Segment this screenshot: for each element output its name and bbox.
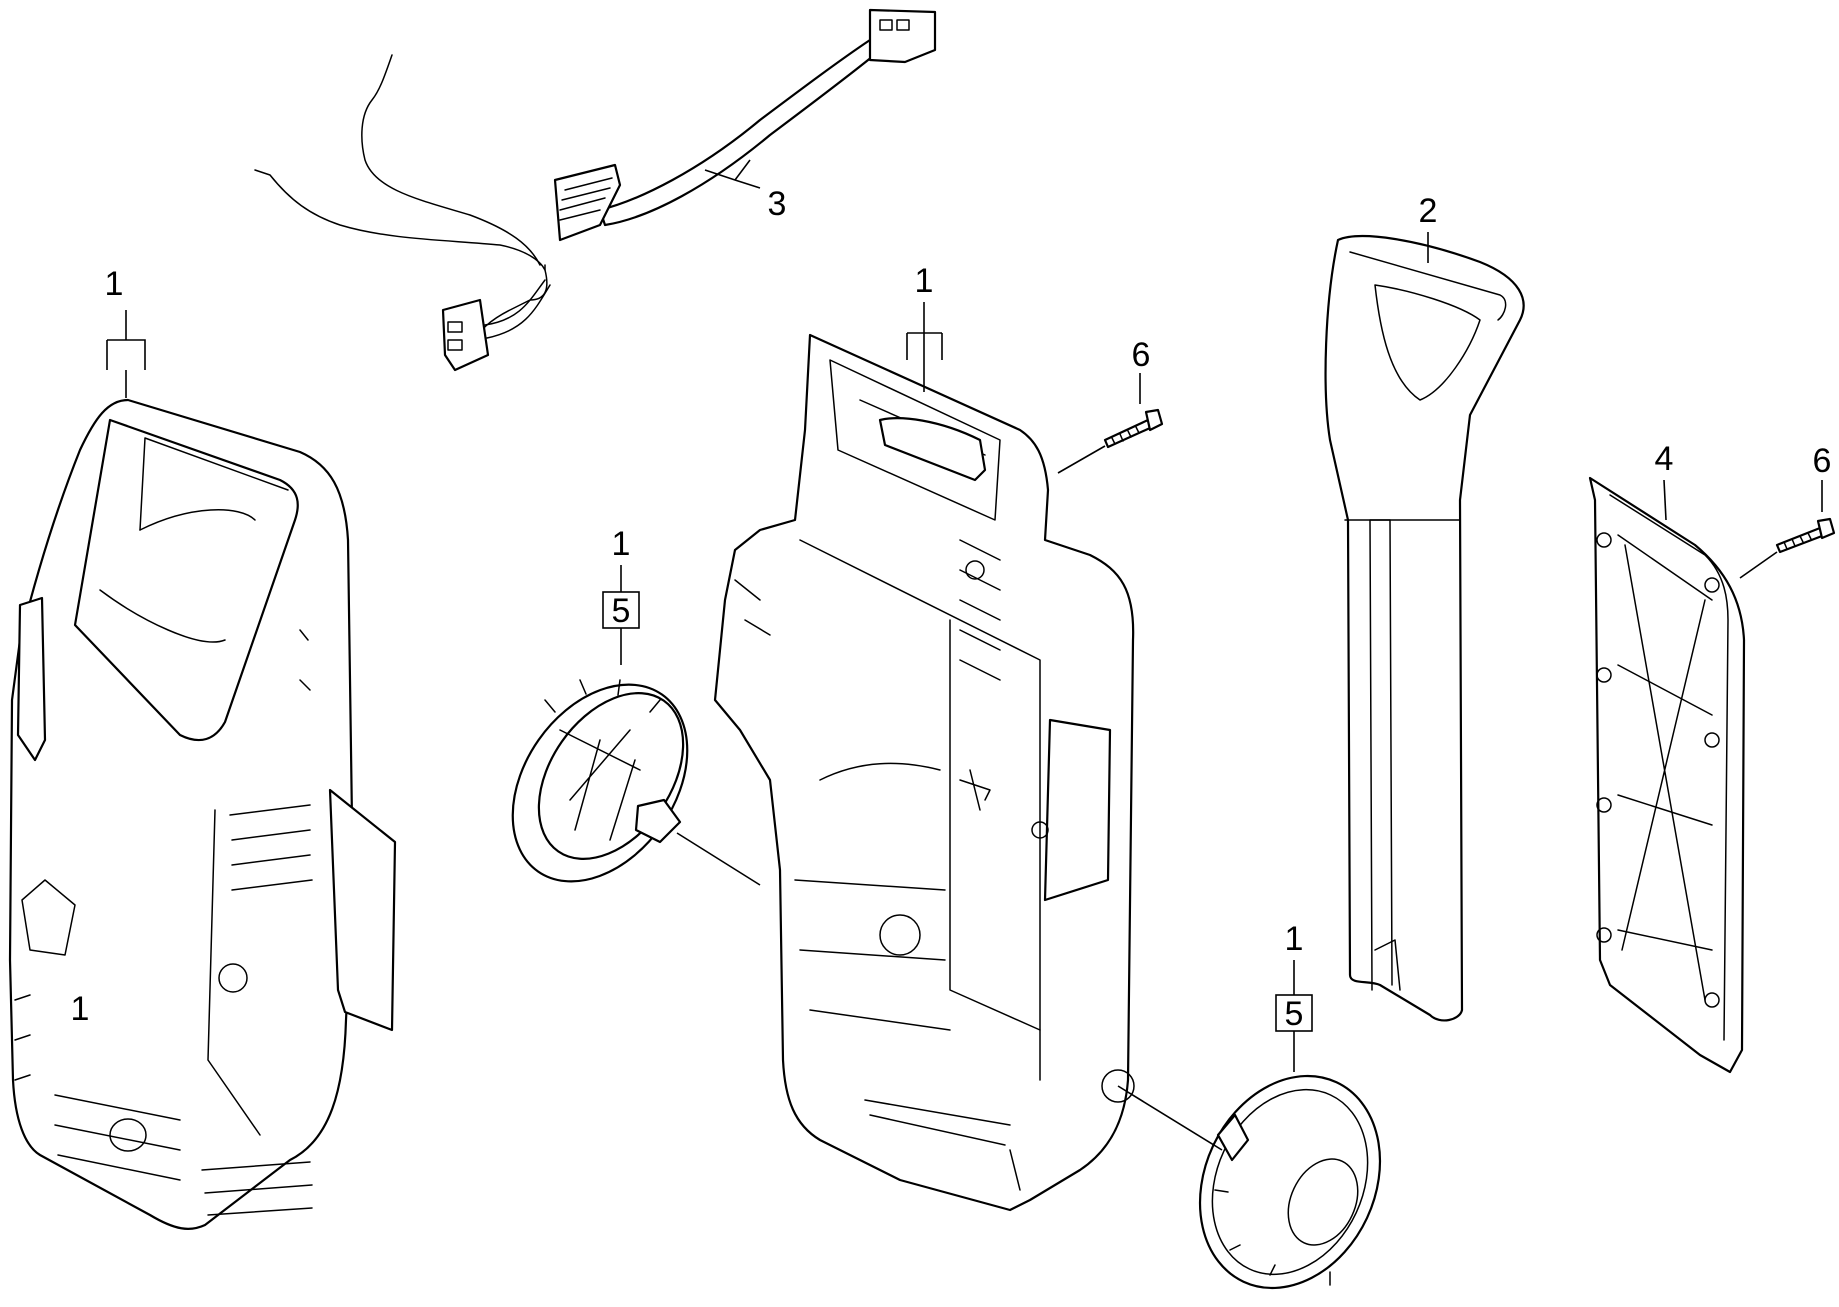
callout-box-label: 5 (1285, 995, 1304, 1033)
screw-center: 6 (1057, 336, 1164, 474)
callout-label: 6 (1813, 442, 1832, 480)
callout-4-panel: 4 (1655, 440, 1674, 521)
rear-housing (713, 333, 1135, 1212)
callout-1-5-wheel-left: 1 5 (602, 525, 640, 665)
callout-3-cable: 3 (704, 159, 787, 223)
callout-1-5-wheel-right: 1 5 (1275, 920, 1313, 1072)
callout-label: 2 (1419, 192, 1438, 230)
callout-1-front-housing: 1 (105, 265, 146, 398)
front-housing (8, 398, 397, 1230)
callout-label: 6 (1132, 336, 1151, 374)
callout-label: 1 (612, 525, 631, 563)
wheel-left (511, 679, 761, 886)
callout-1-rear-housing: 1 (906, 262, 943, 392)
callout-label: 3 (768, 185, 787, 223)
wheel-right (1117, 1074, 1382, 1290)
rear-panel (1588, 476, 1746, 1074)
callout-label: 1 (915, 262, 934, 300)
handle (1324, 235, 1525, 1022)
callout-label: 1 (1285, 920, 1304, 958)
callout-label: 4 (1655, 440, 1674, 478)
cable-assembly (254, 8, 937, 372)
front-marker-label: 1 (71, 990, 90, 1028)
callout-label: 1 (105, 265, 124, 303)
screw-right: 6 (1739, 442, 1836, 579)
callout-2-handle: 2 (1419, 192, 1438, 263)
callout-box-label: 5 (612, 592, 631, 630)
